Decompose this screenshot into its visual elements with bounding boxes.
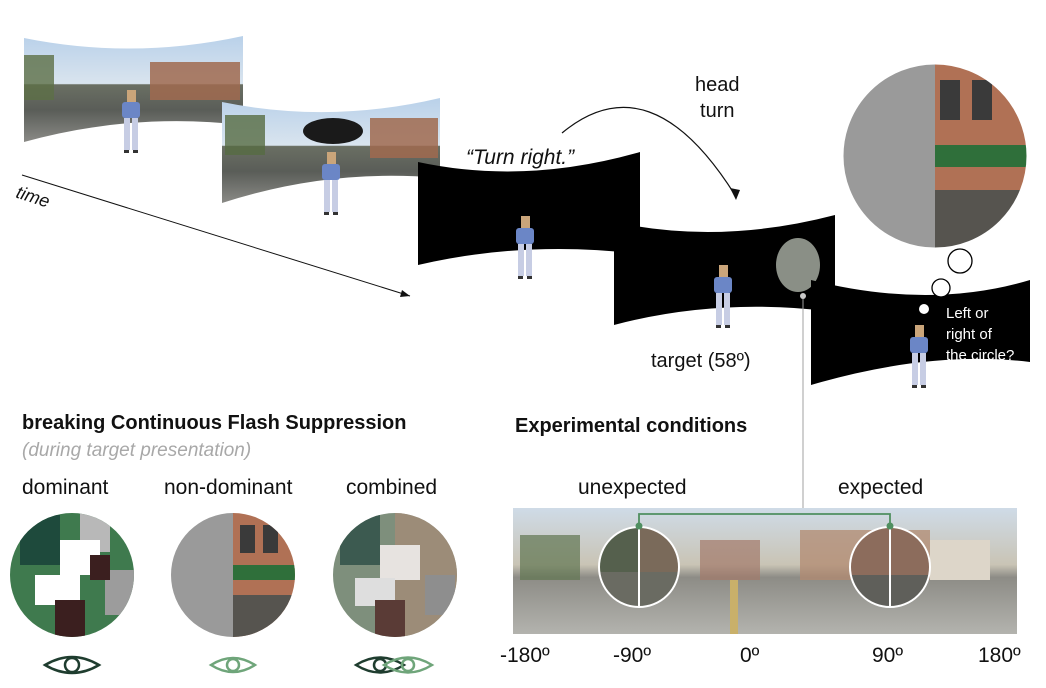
blindfold-icon: [303, 118, 363, 144]
target-patch: [776, 238, 820, 292]
axis-tick-0: 0º: [740, 644, 760, 667]
condition-bracket: [635, 513, 894, 530]
bcfs-label-combined: combined: [346, 476, 438, 499]
head-turn-line-1: head: [695, 74, 740, 96]
bcfs-title: breaking Continuous Flash Suppression: [22, 412, 407, 434]
head-turn-line-2: turn: [700, 100, 735, 122]
circle-expected: [849, 526, 931, 608]
frame-street-2: [222, 98, 440, 203]
bcfs-label-non-dominant: non-dominant: [164, 476, 293, 499]
instruction-text: “Turn right.”: [466, 146, 575, 169]
panorama: [513, 508, 1017, 634]
target-label: target (58º): [651, 350, 751, 372]
thought-bubble-small: [931, 278, 951, 298]
axis-tick-minus-90: -90º: [613, 644, 652, 667]
person-figure-5: [910, 325, 928, 388]
head-turn-label: head turn: [695, 72, 740, 124]
question-line-3: the circle?: [946, 347, 1015, 364]
bcfs-label-dominant: dominant: [22, 476, 109, 499]
axis-tick-180: 180º: [978, 644, 1021, 667]
question-line-1: Left or: [946, 305, 989, 322]
mask-dominant: [10, 513, 134, 637]
head-turn-arrow: [561, 106, 736, 196]
thought-bubble-medium: [947, 248, 973, 274]
condition-label-expected: expected: [838, 476, 924, 499]
person-figure-4: [714, 265, 732, 328]
bcfs-subtitle: (during target presentation): [22, 440, 252, 461]
frame-street-1: [24, 36, 243, 142]
eye-icon-combined: [353, 656, 435, 674]
time-arrow: [21, 174, 411, 297]
thought-bubble-large: [842, 63, 1028, 249]
frame-black-instruction: [418, 152, 640, 265]
person-figure-3: [516, 216, 534, 279]
eye-icon-dominant: [42, 655, 102, 675]
question-line-2: right of: [946, 326, 992, 343]
person-figure-2: [322, 152, 340, 215]
axis-tick-90: 90º: [872, 644, 904, 667]
question-text: Left or right of the circle?: [946, 303, 1014, 366]
mask-non-dominant: [171, 513, 295, 637]
persons: [122, 90, 928, 388]
eye-icon-non-dominant: [208, 656, 258, 674]
person-figure-1: [122, 90, 140, 153]
circle-unexpected: [598, 526, 680, 608]
experimental-title: Experimental conditions: [515, 415, 748, 437]
mask-combined: [333, 513, 457, 637]
condition-label-unexpected: unexpected: [578, 476, 687, 499]
axis-tick-minus-180: -180º: [500, 644, 550, 667]
